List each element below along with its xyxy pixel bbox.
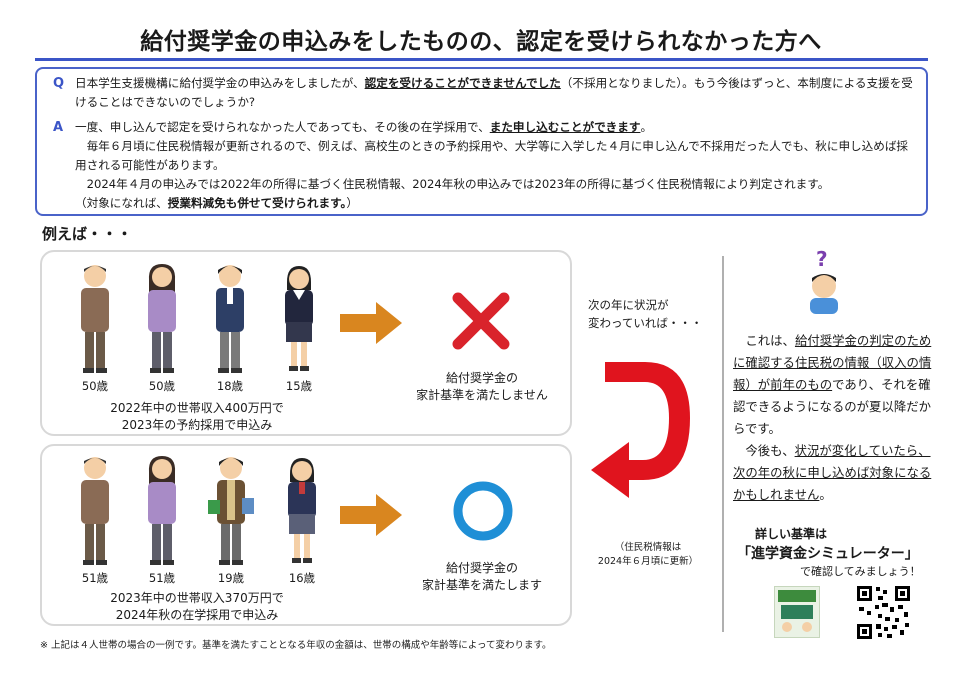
age-label: 16歳 bbox=[288, 571, 316, 585]
svg-text:?: ? bbox=[816, 248, 828, 271]
scenario-1-result-line-2: 家計基準を満たしません bbox=[416, 388, 548, 402]
scenario-2-panel: 51歳 51歳 19歳 16歳 2023年中の世帯収入370万円で 2024年秋… bbox=[40, 444, 572, 626]
age-label: 50歳 bbox=[81, 379, 109, 393]
answer-text-post: 。 bbox=[640, 120, 653, 134]
age-label: 19歳 bbox=[217, 571, 245, 585]
example-heading: 例えば・・・ bbox=[42, 225, 133, 243]
answer-mark: A bbox=[53, 120, 64, 135]
mother-illustration bbox=[142, 454, 182, 568]
scenario-2-caption-line-2: 2024年秋の在学採用で申込み bbox=[115, 608, 279, 622]
answer-p4-post: ） bbox=[346, 196, 358, 210]
simulator-leaflet-thumbnail bbox=[774, 586, 820, 638]
explanation-p2-underlined: 状況が変化していたら、次の年の秋に申し込めば対象になるかもしれません bbox=[733, 443, 932, 502]
answer-paragraph-2: 毎年６月頃に住民税情報が更新されるので、例えば、高校生のときの予約採用や、大学等… bbox=[75, 139, 909, 172]
scenario-2-result: 給付奨学金の 家計基準を満たします bbox=[397, 560, 567, 594]
answer: A 一度、申し込んで認定を受けられなかった人であっても、その後の在学採用で、また… bbox=[47, 118, 916, 213]
answer-p4-pre: （対象になれば、 bbox=[75, 196, 168, 210]
answer-paragraph-4: （対象になれば、授業料減免も併せて受けられます。） bbox=[75, 196, 358, 210]
daughter-illustration bbox=[282, 456, 322, 566]
father-illustration bbox=[75, 454, 115, 568]
explanation-p1-post: であり、それを確認できるようになるのが夏以降だからです。 bbox=[733, 377, 932, 436]
question-mark: Q bbox=[53, 76, 65, 91]
mother-illustration bbox=[142, 262, 182, 376]
leaflet-image-icon bbox=[778, 590, 816, 632]
cross-mark-icon bbox=[452, 292, 510, 350]
scenario-1-caption-line-2: 2023年の予約採用で申込み bbox=[121, 418, 273, 432]
tax-note-line-1: （住民税情報は bbox=[614, 542, 682, 553]
scenario-2-caption-line-1: 2023年中の世帯収入370万円で bbox=[110, 591, 284, 605]
thinking-person-icon: ? bbox=[810, 248, 838, 314]
scenario-1-caption: 2022年中の世帯収入400万円で 2023年の予約採用で申込み bbox=[77, 400, 317, 434]
explanation-p1-pre: これは、 bbox=[745, 333, 795, 348]
question: Q 日本学生支援機構に給付奨学金の申込みをしましたが、認定を受けることができませ… bbox=[47, 74, 916, 112]
father-illustration bbox=[75, 262, 115, 376]
question-text-post: （不採用となりました）。もう今後はずっと、本制度による支援を受けることはできない… bbox=[75, 76, 913, 109]
explanation-paragraph-1: これは、給付奨学金の判定のために確認する住民税の情報（収入の情報）が前年のもので… bbox=[733, 330, 933, 440]
right-arrow-icon bbox=[340, 494, 402, 536]
age-label: 18歳 bbox=[216, 379, 244, 393]
scenario-1-result-line-1: 給付奨学金の bbox=[445, 371, 518, 385]
qr-code-icon[interactable] bbox=[856, 585, 911, 640]
tax-note-line-2: 2024年６月頃に更新） bbox=[597, 556, 699, 567]
explanation-text: これは、給付奨学金の判定のために確認する住民税の情報（収入の情報）が前年のもので… bbox=[733, 330, 933, 506]
simulator-lead-text: 詳しい基準は bbox=[755, 527, 828, 541]
change-condition-text: 次の年に状況が 変わっていれば・・・ bbox=[588, 296, 702, 332]
college-student-illustration bbox=[208, 454, 254, 568]
simulator-name: 「進学資金シミュレーター」 bbox=[737, 546, 919, 562]
answer-paragraph-3: 2024年４月の申込みでは2022年の所得に基づく住民税情報、2024年秋の申込… bbox=[86, 177, 830, 191]
curved-return-arrow-icon bbox=[591, 362, 690, 498]
answer-text-pre: 一度、申し込んで認定を受けられなかった人であっても、その後の在学採用で、 bbox=[75, 120, 490, 134]
right-arrow-icon bbox=[340, 302, 402, 344]
scenario-1-caption-line-1: 2022年中の世帯収入400万円で bbox=[110, 401, 284, 415]
simulator-tail-text: で確認してみましょう！ bbox=[800, 565, 921, 578]
age-label: 51歳 bbox=[148, 571, 176, 585]
question-text-emphasis: 認定を受けることができませんでした bbox=[364, 76, 561, 90]
explanation-p2-post: 。 bbox=[819, 487, 832, 502]
change-text-line-1: 次の年に状況が bbox=[588, 298, 669, 312]
age-label: 15歳 bbox=[285, 379, 313, 393]
scenario-1-result: 給付奨学金の 家計基準を満たしません bbox=[397, 370, 567, 404]
age-label: 51歳 bbox=[81, 571, 109, 585]
answer-text-emphasis: また申し込むことができます bbox=[489, 120, 641, 134]
circle-mark-icon bbox=[453, 481, 513, 541]
answer-p4-emphasis: 授業料減免も併せて受けられます。 bbox=[167, 196, 347, 210]
page-title: 給付奨学金の申込みをしたものの、認定を受けられなかった方へ bbox=[140, 29, 822, 55]
title-underline bbox=[35, 58, 928, 61]
scenario-2-caption: 2023年中の世帯収入370万円で 2024年秋の在学採用で申込み bbox=[77, 590, 317, 624]
question-text-pre: 日本学生支援機構に給付奨学金の申込みをしましたが、 bbox=[75, 76, 365, 90]
age-label: 50歳 bbox=[148, 379, 176, 393]
tax-info-update-note: （住民税情報は 2024年６月頃に更新） bbox=[590, 541, 706, 569]
change-text-line-2: 変わっていれば・・・ bbox=[588, 316, 703, 330]
vertical-divider bbox=[722, 256, 724, 632]
scenario-2-result-line-2: 家計基準を満たします bbox=[421, 578, 542, 592]
explanation-paragraph-2: 今後も、状況が変化していたら、次の年の秋に申し込めば対象になるかもしれません。 bbox=[733, 440, 933, 506]
son-illustration bbox=[210, 262, 250, 376]
qa-box: Q 日本学生支援機構に給付奨学金の申込みをしましたが、認定を受けることができませ… bbox=[35, 67, 928, 216]
explanation-p1-underlined: 給付奨学金の判定のために確認する住民税の情報（収入の情報）が前年のもの bbox=[733, 333, 932, 392]
scenario-2-result-line-1: 給付奨学金の bbox=[445, 561, 518, 575]
daughter-illustration bbox=[279, 264, 319, 374]
footnote: ※ 上記は４人世帯の場合の一例です。基準を満たすこととなる年収の金額は、世帯の構… bbox=[40, 640, 552, 651]
scenario-1-panel: 50歳 50歳 18歳 15歳 2022年中の世帯収入400万円で 2023年の… bbox=[40, 250, 572, 436]
explanation-p2-pre: 今後も、 bbox=[745, 443, 795, 458]
